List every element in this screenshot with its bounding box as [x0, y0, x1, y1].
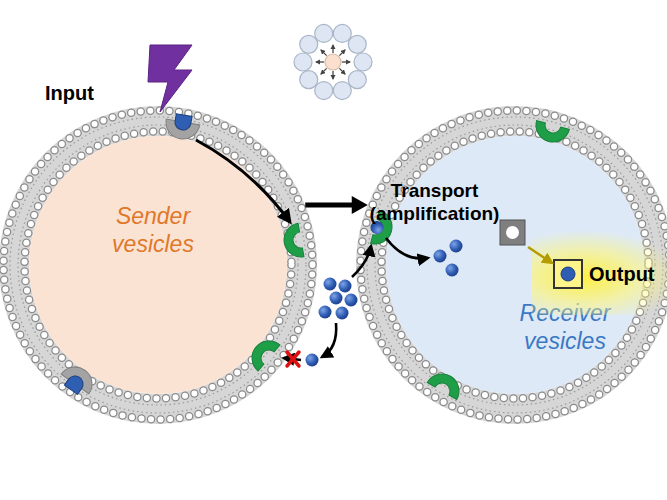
transfer-arrow	[305, 196, 368, 214]
output-label: Output	[589, 263, 655, 286]
signal-molecule	[324, 278, 337, 291]
receiver-icon	[348, 71, 366, 89]
signal-molecule	[319, 306, 332, 319]
receiver-icon	[300, 35, 318, 53]
icon-arrow	[342, 61, 350, 62]
signal-molecule	[345, 294, 358, 307]
icon-arrow	[339, 68, 345, 74]
output-molecule	[553, 259, 583, 289]
icon-arrow	[316, 61, 324, 62]
receiver-icon	[300, 71, 318, 89]
lightning-bolt	[148, 45, 192, 112]
vesicle-network-icon	[294, 24, 372, 99]
icon-arrow	[332, 45, 333, 53]
return-arrow	[322, 323, 336, 357]
signal-molecule	[339, 280, 352, 293]
receiver-icon	[315, 82, 333, 100]
receiver-icon	[348, 35, 366, 53]
icon-arrow	[321, 68, 327, 74]
signal-molecule	[336, 307, 349, 320]
vesicle-membrane	[0, 105, 318, 425]
transport-label: Transport (amplification)	[362, 180, 507, 226]
icon-arrow	[332, 71, 333, 79]
output-box: Output	[545, 245, 667, 301]
receiver-icon	[333, 82, 351, 100]
icon-arrow	[339, 50, 345, 56]
receiver-vesicle: Receiver vesiclesOutput	[355, 105, 667, 425]
vesicle-label: Sender vesicles	[93, 203, 213, 258]
signal-molecule	[306, 354, 319, 367]
input-label: Input	[45, 82, 94, 105]
sender-vesicle: Sender vesicles	[0, 105, 318, 425]
signal-molecule	[330, 292, 343, 305]
sender-icon	[325, 54, 341, 70]
receiver-icon	[333, 24, 351, 42]
icon-arrow	[321, 50, 327, 56]
receiver-icon	[354, 53, 372, 71]
receiver-icon	[294, 53, 312, 71]
receiver-icon	[315, 24, 333, 42]
